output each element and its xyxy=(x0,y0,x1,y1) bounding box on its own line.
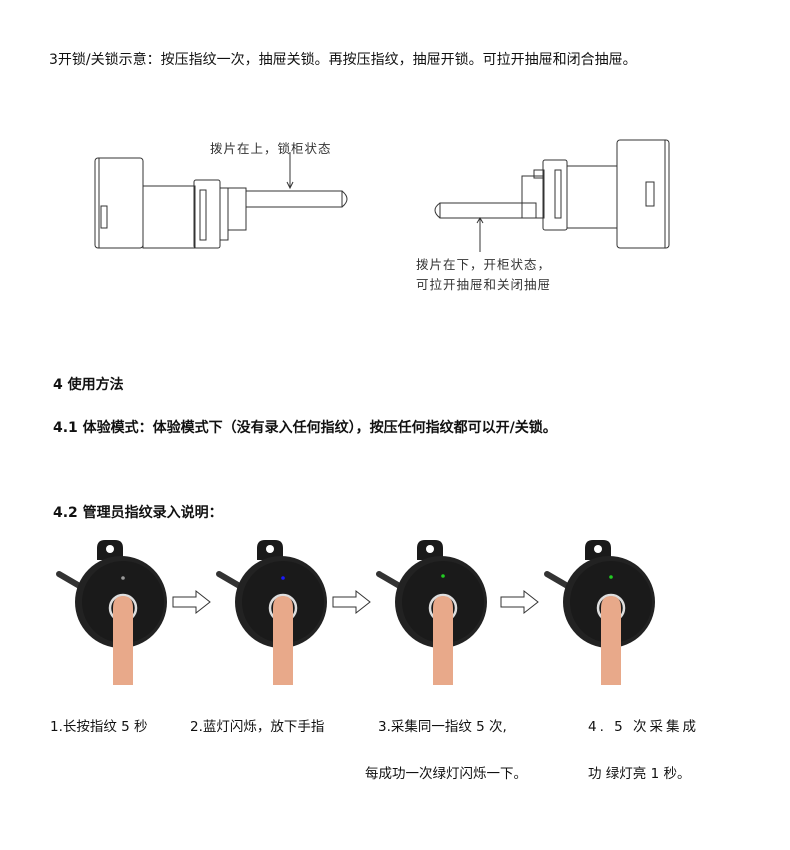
led-indicator xyxy=(609,575,613,579)
step-3-caption: 3.采集同一指纹 5 次, xyxy=(378,719,507,735)
unlocked-state-label-2: 可拉开抽屉和关闭抽屉 xyxy=(416,277,552,292)
locked-state-label: 拨片在上，锁柜状态 xyxy=(210,141,332,156)
admin-enroll-title: 4.2 管理员指纹录入说明： xyxy=(53,505,223,521)
arrow-right-icon xyxy=(332,589,371,615)
fingerprint-lock-icon xyxy=(544,540,655,685)
step-4-caption-line2: 功 绿灯亮 1 秒。 xyxy=(588,766,691,782)
fingerprint-lock-icon xyxy=(216,540,327,685)
step-1-image xyxy=(56,540,167,685)
led-indicator xyxy=(281,576,285,580)
experience-mode-text: 4.1 体验模式：体验模式下（没有录入任何指纹），按压任何指纹都可以开/关锁。 xyxy=(53,420,557,436)
lock-drawing-icon xyxy=(434,139,670,252)
fingerprint-lock-icon xyxy=(376,540,487,685)
step-1-caption: 1.长按指纹 5 秒 xyxy=(50,719,148,735)
step-4-caption: 4. 5 次采集成 xyxy=(588,719,700,735)
led-indicator xyxy=(121,576,125,580)
arrow-right-icon xyxy=(500,589,539,615)
step-4-image xyxy=(544,540,655,685)
led-indicator xyxy=(441,574,445,578)
lock-drawing-icon xyxy=(94,152,348,249)
section4-title: 4 使用方法 xyxy=(53,377,124,393)
diagram-locked: 拨片在上，锁柜状态 xyxy=(90,130,390,260)
step-3-caption-line2: 每成功一次绿灯闪烁一下。 xyxy=(365,766,527,782)
step-2-image xyxy=(216,540,327,685)
unlocked-state-label-1: 拨片在下，开柜状态， xyxy=(416,257,552,272)
diagram-unlocked: 拨片在下，开柜状态， 可拉开抽屉和关闭抽屉 xyxy=(410,130,680,300)
arrow-right-icon xyxy=(172,589,211,615)
fingerprint-lock-icon xyxy=(56,540,167,685)
section3-description: 3开锁/关锁示意：按压指纹一次，抽屉关锁。再按压指纹，抽屉开锁。可拉开抽屉和闭合… xyxy=(49,52,637,68)
step-2-caption: 2.蓝灯闪烁，放下手指 xyxy=(190,719,325,735)
step-3-image xyxy=(376,540,487,685)
